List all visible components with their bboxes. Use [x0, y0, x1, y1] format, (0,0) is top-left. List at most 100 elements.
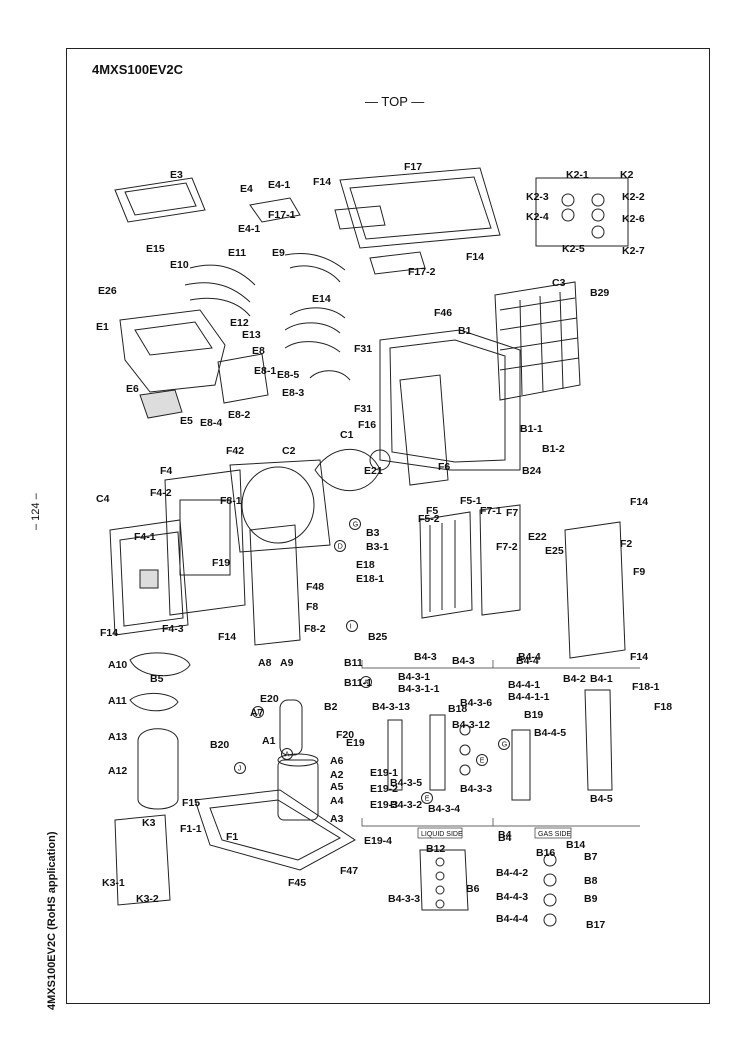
part-label: B4-3-3: [388, 893, 420, 905]
part-label: A5: [330, 781, 344, 793]
piping-e10-e9: [184, 252, 346, 317]
part-label: B4-3-2: [390, 799, 422, 811]
part-label: E6: [126, 383, 139, 395]
callout-letter: E: [480, 758, 485, 765]
part-label: B4-4-4: [496, 913, 528, 925]
part-label: F17: [404, 161, 422, 173]
callout-letter: G: [502, 742, 507, 749]
part-label: B29: [590, 287, 609, 299]
part-label: A6: [330, 755, 344, 767]
part-label: F19: [212, 557, 230, 569]
part-label: E4-1: [268, 179, 290, 191]
part-label: B4-3-13: [372, 701, 410, 713]
group-label: B4-4: [516, 655, 539, 667]
gas-side-box: [534, 827, 572, 839]
pad-a10: [129, 652, 191, 677]
callout-circle: [498, 738, 510, 750]
part-label: K2-3: [526, 191, 549, 203]
part-label: B4-3-12: [452, 719, 490, 731]
part-label: A8: [258, 657, 272, 669]
bellmouth-f42: [229, 459, 331, 553]
part-label: E11: [228, 247, 246, 259]
part-label: B4-5: [590, 793, 613, 805]
part-label: A7: [250, 707, 264, 719]
valve-assy-b4-4: [511, 729, 531, 801]
sheet-k3: [114, 814, 171, 906]
part-label: E19-2: [370, 783, 398, 795]
part-label: F14: [100, 627, 118, 639]
part-label: E14: [312, 293, 331, 305]
part-label: A9: [280, 657, 294, 669]
cover-e4: [249, 197, 301, 223]
part-label: F8: [306, 601, 318, 613]
part-label: E4-1: [238, 223, 260, 235]
part-label: B4-4: [518, 651, 541, 663]
part-label: E21: [364, 465, 383, 477]
part-label: E9: [272, 247, 285, 259]
part-label: F48: [306, 581, 324, 593]
part-label: F8-2: [304, 623, 326, 635]
part-label: A1: [262, 735, 276, 747]
part-label: B20: [210, 739, 229, 751]
part-label: F17-1: [268, 209, 296, 221]
callout-circle: [476, 754, 488, 766]
gas-side-label: GAS SIDE: [538, 831, 571, 838]
part-label: F5-1: [460, 495, 482, 507]
part-label: F1: [226, 831, 238, 843]
part-label: B5: [150, 673, 164, 685]
part-label: E12: [230, 317, 249, 329]
part-label: K2-5: [562, 243, 585, 255]
part-label: F17-2: [408, 266, 436, 278]
switch-box-e1: [119, 309, 226, 393]
pcb-e8: [217, 353, 269, 404]
pipes-e14: [284, 307, 351, 381]
callout-circle: [346, 620, 358, 632]
part-label: B12: [426, 843, 445, 855]
part-label: B4-3: [414, 651, 437, 663]
part-label: F42: [226, 445, 244, 457]
part-label: K3: [142, 817, 156, 829]
callout-circle: [421, 792, 433, 804]
part-label: E8-4: [200, 417, 222, 429]
motor-mount-f6: [399, 374, 449, 486]
plate-f7: [479, 504, 521, 616]
part-label: B4-3-5: [390, 777, 422, 789]
part-label: K2-6: [622, 213, 645, 225]
part-label: B4-2: [563, 673, 586, 685]
callout-letter: I: [350, 624, 352, 631]
part-label: F4-1: [134, 531, 156, 543]
part-label: F7-1: [480, 505, 502, 517]
part-label: A3: [330, 813, 344, 825]
part-label: B3: [366, 527, 380, 539]
part-label: K2-1: [566, 169, 589, 181]
part-label: A10: [108, 659, 127, 671]
part-label: B25: [368, 631, 387, 643]
b6-valves: [419, 849, 469, 911]
fan-c1: [314, 448, 391, 492]
part-label: B11-1: [344, 677, 372, 689]
part-label: B1-1: [520, 423, 543, 435]
part-label: K3-2: [136, 893, 159, 905]
part-label: E5: [180, 415, 193, 427]
part-label: B1: [458, 325, 472, 337]
part-label: B4-3-1: [398, 671, 430, 683]
part-label: F1-1: [180, 823, 202, 835]
part-label: B4-3-4: [428, 803, 460, 815]
part-label: K2-7: [622, 245, 645, 257]
part-label: E1: [96, 321, 109, 333]
base-plate-f1: [194, 789, 356, 871]
valve-assy-b4-3: [387, 714, 471, 791]
part-label: K2-2: [622, 191, 645, 203]
part-label: F2: [620, 538, 632, 550]
part-label: K3-1: [102, 877, 125, 889]
part-label: F16: [358, 419, 376, 431]
part-label: E19-3: [370, 799, 398, 811]
part-label: B18: [448, 703, 467, 715]
part-label: K2: [620, 169, 634, 181]
top-panel-e3: [114, 177, 206, 223]
part-label: E8-3: [282, 387, 304, 399]
callout-letter: J: [256, 710, 260, 717]
